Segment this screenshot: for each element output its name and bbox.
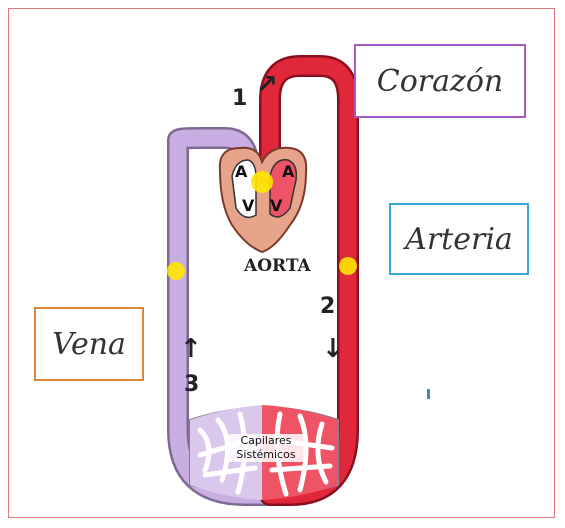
- capilares-label-line1: Capilares: [226, 434, 306, 448]
- heart-chamber-atrium-right: A: [282, 162, 294, 181]
- step-1-arrow-icon: ↗: [256, 70, 278, 100]
- step-2-number: 2: [320, 294, 335, 319]
- arteria-label-box: Arteria: [389, 203, 529, 275]
- capilares-label: Capilares Sistémicos: [226, 434, 306, 462]
- step-1-number: 1: [232, 86, 247, 111]
- vena-label: Vena: [52, 327, 126, 362]
- heart-chamber-ventricle-right: V: [270, 196, 282, 215]
- corazon-label-box: Corazón: [354, 44, 526, 118]
- heart-chamber-ventricle-left: V: [242, 196, 254, 215]
- aorta-label: AORTA: [244, 256, 311, 276]
- capilares-label-line2: Sistémicos: [226, 448, 306, 462]
- step-2-arrow-icon: ↓: [322, 334, 344, 364]
- corazon-label: Corazón: [377, 64, 503, 99]
- arteria-label: Arteria: [405, 222, 513, 257]
- vena-label-box: Vena: [34, 307, 144, 381]
- step-3-number: 3: [184, 372, 199, 397]
- heart-chamber-atrium-left: A: [235, 162, 247, 181]
- step-3-arrow-icon: ↑: [180, 334, 202, 364]
- blue-tick-mark: [427, 389, 430, 399]
